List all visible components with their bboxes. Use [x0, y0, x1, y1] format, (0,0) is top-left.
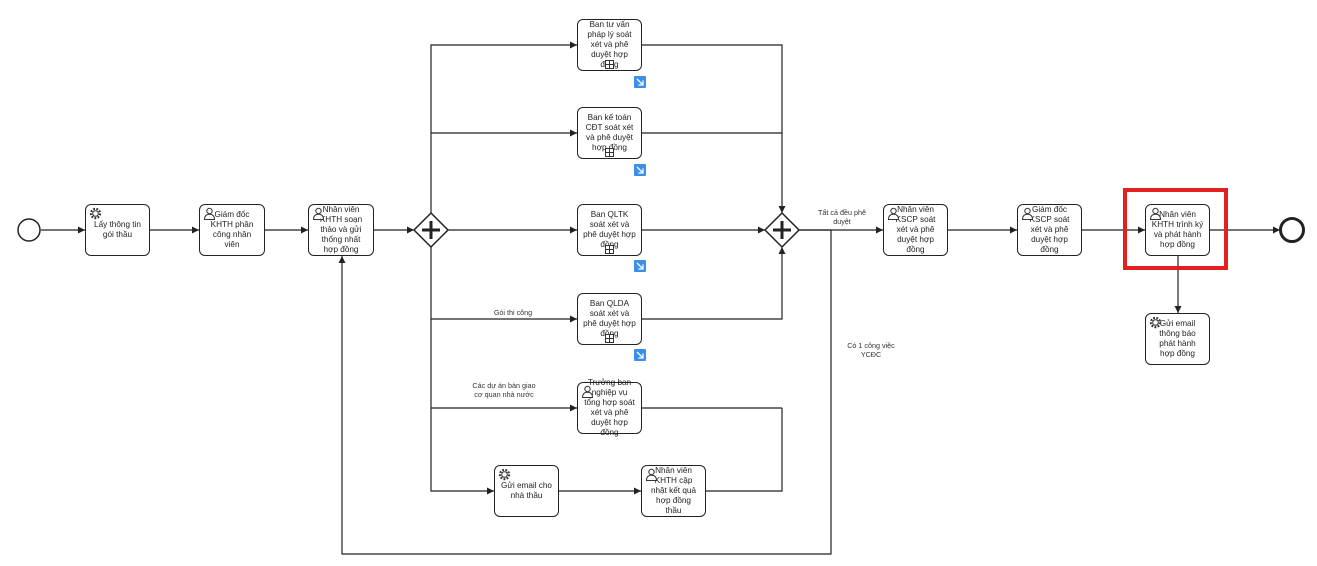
- user-icon: [203, 207, 216, 220]
- selection-highlight: [1123, 188, 1228, 270]
- flow-split-t4[interactable]: [430, 41, 577, 213]
- user-icon: [645, 468, 658, 481]
- task-label: Ban QLTK soát xét và phê duyệt hợp đồng: [583, 210, 636, 249]
- call-activity-badge-icon[interactable]: [634, 76, 646, 88]
- user-icon: [1021, 207, 1034, 220]
- subprocess-qlda-review[interactable]: Ban QLDA soát xét và phê duyệt hợp đồng: [577, 293, 642, 345]
- gear-icon: [498, 468, 511, 481]
- task-email-notification[interactable]: Gửi email thông báo phát hành hợp đồng: [1145, 313, 1210, 365]
- label-all-approved: Tất cả đều phê duyệt: [818, 208, 866, 226]
- subprocess-qltk-review[interactable]: Ban QLTK soát xét và phê duyệt hợp đồng: [577, 204, 642, 256]
- task-label: Gửi email cho nhà thầu: [501, 481, 552, 500]
- parallel-join-gateway[interactable]: [763, 211, 801, 249]
- subprocess-expand-icon[interactable]: [604, 334, 614, 343]
- task-label: Ban kế toán CĐT soát xét và phê duyệt hợ…: [585, 113, 634, 152]
- start-event[interactable]: [17, 218, 41, 242]
- subprocess-expand-icon[interactable]: [604, 60, 614, 69]
- task-label: Nhân viên KHTH soạn thảo và gửi thống nh…: [319, 205, 363, 254]
- user-icon: [1149, 207, 1162, 220]
- gear-icon: [1149, 316, 1162, 329]
- user-icon: [312, 207, 325, 220]
- subprocess-accounting-review[interactable]: Ban kế toán CĐT soát xét và phê duyệt hợ…: [577, 107, 642, 159]
- task-label: Lấy thông tin gói thầu: [94, 220, 141, 239]
- task-update-result[interactable]: Nhân viên KHTH cập nhật kết quả hợp đồng…: [641, 465, 706, 517]
- task-label: Giám đốc KSCP soát xét và phê duyệt hợp …: [1029, 205, 1070, 254]
- task-label: Nhân viên KSCP soát xét và phê duyệt hợp…: [895, 205, 936, 254]
- flow-split-t9[interactable]: [430, 408, 494, 495]
- flow-t4-join[interactable]: [642, 44, 786, 213]
- task-director-assign[interactable]: Giám đốc KHTH phân công nhân viên: [199, 204, 265, 256]
- task-kscp-staff-review[interactable]: Nhân viên KSCP soát xét và phê duyệt hợp…: [883, 204, 948, 256]
- task-draft-contract[interactable]: Nhân viên KHTH soạn thảo và gửi thống nh…: [308, 204, 374, 256]
- task-email-contractor[interactable]: Gửi email cho nhà thầu: [494, 465, 559, 517]
- call-activity-badge-icon[interactable]: [634, 164, 646, 176]
- task-get-package-info[interactable]: Lấy thông tin gói thầu: [85, 204, 150, 256]
- subprocess-expand-icon[interactable]: [604, 148, 614, 157]
- gear-icon: [89, 207, 102, 220]
- task-label: Nhân viên KHTH trình ký và phát hành hợp…: [1151, 210, 1204, 249]
- label-state-projects: Các dự án bàn giao cơ quan nhà nước: [472, 381, 536, 399]
- call-activity-badge-icon[interactable]: [634, 349, 646, 361]
- task-label: Gửi email thông báo phát hành hợp đồng: [1159, 319, 1196, 358]
- task-sign-and-issue[interactable]: Nhân viên KHTH trình ký và phát hành hợp…: [1145, 204, 1210, 256]
- task-label: Trưởng ban nghiệp vụ tổng hợp soát xét v…: [584, 378, 635, 437]
- user-icon: [581, 385, 594, 398]
- subprocess-legal-review[interactable]: Ban tư vấn pháp lý soát xét và phê duyệt…: [577, 19, 642, 71]
- flow-t10-join[interactable]: [706, 408, 783, 492]
- task-kscp-director-review[interactable]: Giám đốc KSCP soát xét và phê duyệt hợp …: [1017, 204, 1082, 256]
- parallel-split-gateway[interactable]: [412, 211, 450, 249]
- label-construction-package: Gói thi công: [493, 308, 533, 317]
- task-label: Nhân viên KHTH cập nhật kết quả hợp đồng…: [650, 466, 697, 515]
- end-event[interactable]: [1279, 217, 1305, 243]
- task-label: Ban QLDA soát xét và phê duyệt hợp đồng: [583, 299, 636, 338]
- subprocess-expand-icon[interactable]: [604, 245, 614, 254]
- flow-join-loopback[interactable]: [338, 229, 832, 555]
- call-activity-badge-icon[interactable]: [634, 260, 646, 272]
- user-icon: [887, 207, 900, 220]
- task-head-summary-review[interactable]: Trưởng ban nghiệp vụ tổng hợp soát xét v…: [577, 378, 642, 437]
- flow-t7-join[interactable]: [642, 247, 786, 320]
- label-one-request: Có 1 công việc YCĐC: [847, 341, 895, 359]
- task-label: Giám đốc KHTH phân công nhân viên: [210, 210, 254, 249]
